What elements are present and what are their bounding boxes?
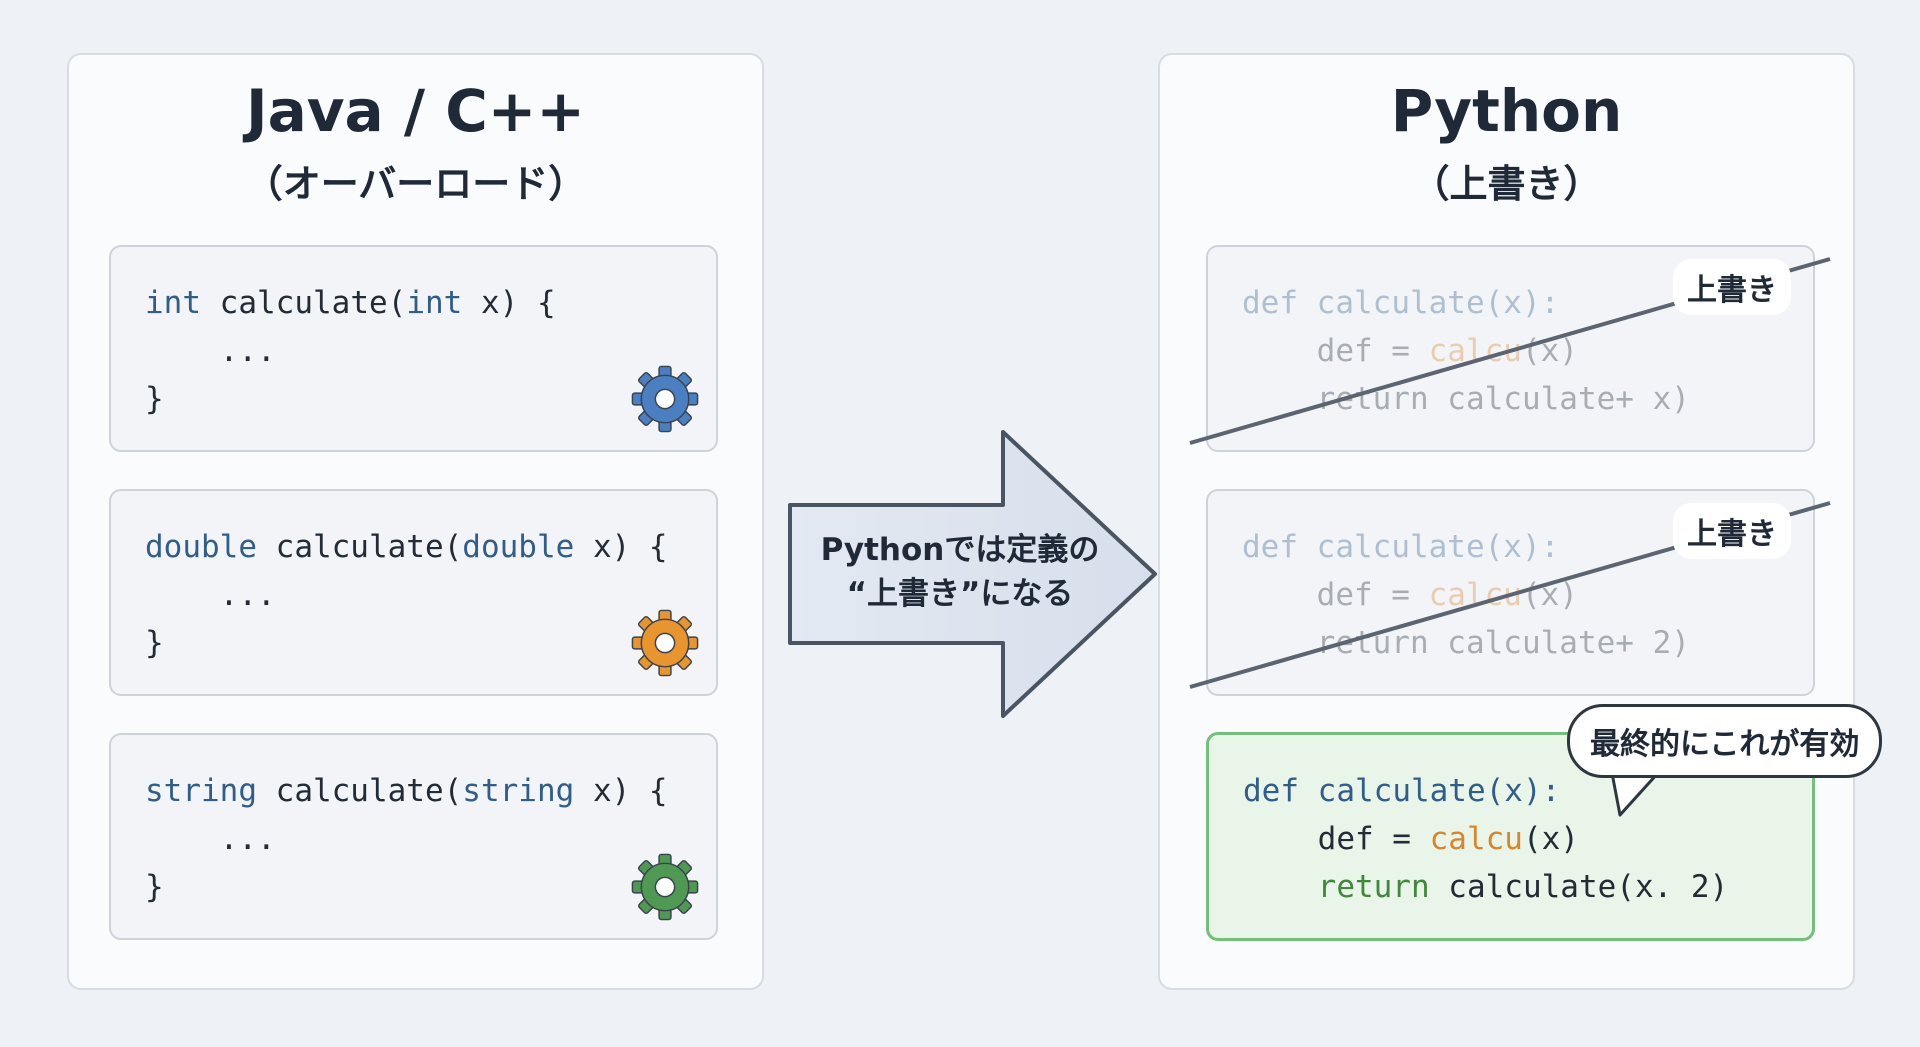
int-code: int calculate(int x) { ... }	[145, 285, 556, 417]
double-overload-box: double calculate(double x) { ... }	[109, 489, 718, 696]
overwritten-def-box-2: def calculate(x): def = calcu(x) return …	[1189, 489, 1831, 696]
gear-icon	[631, 609, 699, 677]
speech-bubble-tail	[1610, 773, 1660, 817]
arrow-label-line1: Pythonでは定義の	[820, 532, 1100, 568]
overwritten-code-2: def calculate(x): def = calcu(x) return …	[1242, 529, 1690, 661]
final-effective-bubble: 最終的にこれが有効	[1567, 704, 1883, 778]
gear-icon	[631, 365, 699, 433]
int-overload-box: int calculate(int x) { ... }	[109, 245, 718, 452]
string-overload-box: string calculate(string x) { ... }	[109, 733, 718, 940]
double-code: double calculate(double x) { ... }	[145, 529, 668, 661]
active-code: def calculate(x): def = calcu(x) return …	[1243, 773, 1729, 905]
right-arrow-icon	[788, 430, 1157, 718]
overwritten-tag: 上書き	[1673, 503, 1791, 559]
right-subtitle: （上書き）	[1411, 162, 1602, 206]
overwritten-def-box-1: def calculate(x): def = calcu(x) return …	[1189, 245, 1831, 452]
gear-icon	[631, 853, 699, 921]
left-subtitle: （オーバーロード）	[244, 162, 587, 206]
overwritten-tag: 上書き	[1673, 259, 1791, 315]
string-code: string calculate(string x) { ... }	[145, 773, 668, 905]
arrow-label-line2: “上書き”になる	[846, 576, 1074, 612]
python-panel: Python （上書き） def calculate(x): def = cal…	[1158, 53, 1883, 990]
arrow-label: Pythonでは定義の “上書き”になる	[790, 528, 1130, 616]
left-title: Java / C++	[246, 77, 585, 145]
java-cpp-panel: Java / C++ （オーバーロード） int calculate(int x…	[67, 53, 764, 990]
right-title: Python	[1390, 77, 1623, 145]
active-def-box: def calculate(x): def = calcu(x) return …	[1206, 732, 1815, 941]
